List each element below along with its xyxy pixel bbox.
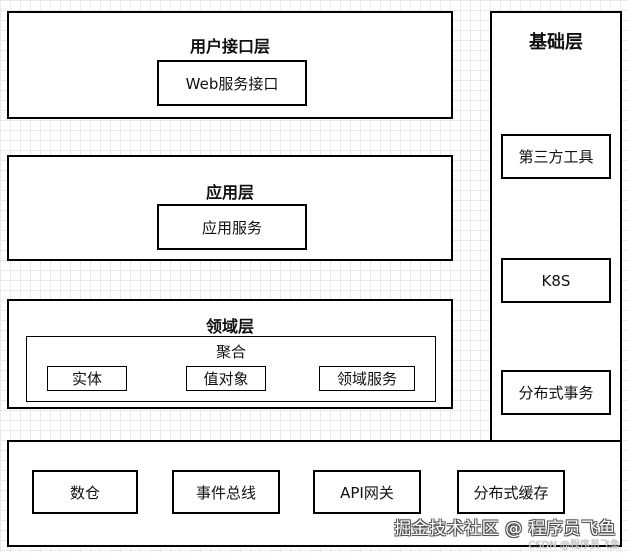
event-bus-box: 事件总线 — [172, 470, 280, 514]
aggregate-box: 聚合 实体 值对象 领域服务 — [26, 336, 436, 402]
watermark-sub: CSDN @程序员飞鱼 — [528, 540, 620, 551]
application-layer-title: 应用层 — [205, 183, 254, 202]
domain-layer-title: 领域层 — [205, 317, 254, 336]
user-interface-layer-title: 用户接口层 — [189, 37, 270, 56]
api-gateway-box: API网关 — [313, 470, 421, 514]
third-party-tools-box: 第三方工具 — [501, 134, 611, 179]
infrastructure-layer-title: 基础层 — [529, 32, 583, 53]
k8s-box: K8S — [501, 258, 611, 303]
distributed-transaction-box: 分布式事务 — [501, 370, 611, 415]
user-interface-layer: 用户接口层 Web服务接口 — [7, 11, 453, 119]
aggregate-title: 聚合 — [215, 343, 246, 361]
infrastructure-layer: 基础层 第三方工具 K8S 分布式事务 — [490, 11, 622, 444]
web-service-interface-box: Web服务接口 — [157, 60, 307, 106]
entity-box: 实体 — [47, 366, 127, 391]
domain-layer: 领域层 聚合 实体 值对象 领域服务 — [7, 299, 453, 409]
value-object-box: 值对象 — [186, 366, 266, 391]
application-layer: 应用层 应用服务 — [7, 155, 453, 261]
domain-service-box: 领域服务 — [319, 366, 415, 391]
data-warehouse-box: 数仓 — [32, 470, 138, 514]
watermark-main: 掘金技术社区 @ 程序员飞鱼 — [394, 519, 616, 539]
application-service-box: 应用服务 — [157, 204, 307, 250]
distributed-cache-box: 分布式缓存 — [457, 470, 565, 514]
infrastructure-bottom-bar: 数仓 事件总线 API网关 分布式缓存 — [7, 440, 622, 547]
